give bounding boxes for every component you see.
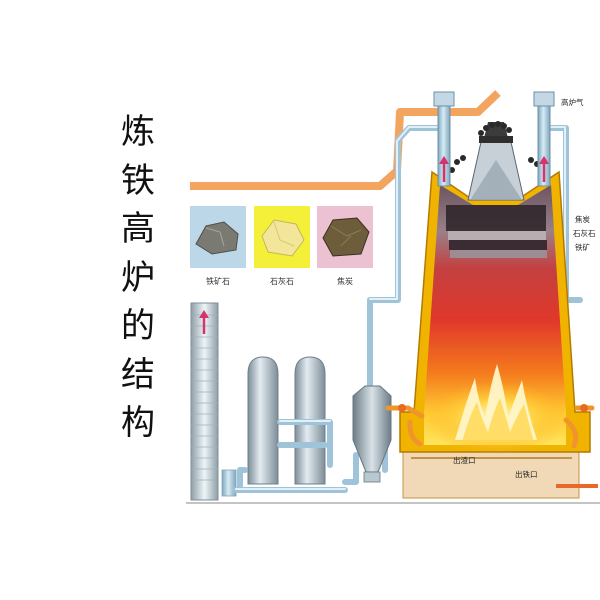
limestone-rock [261,219,305,257]
uptake-stack [433,91,455,187]
hot-blast-stove [247,356,279,485]
iron-ore-label: 铁矿石 [206,277,230,286]
coke-label: 焦炭 [337,277,353,286]
title-char: 结 [121,354,155,395]
iron-ore-rock [195,221,239,255]
coke-rock [322,217,370,257]
title-char: 炉 [121,257,155,298]
chimney [190,302,219,501]
slag-outlet-label: 出渣口 [453,456,476,465]
dust-catcher [352,385,392,483]
page-title: 炼 铁 高 炉 的 结 构 [118,108,158,448]
limestone-layer-label: 石灰石 [573,229,596,238]
limestone-label: 石灰石 [270,277,294,286]
iron-ore-layer-label: 铁矿 [575,243,590,252]
charging-bell [467,122,525,201]
limestone-sample [254,206,310,268]
gas-pipes-highlight [235,126,566,490]
coke-sample [317,206,373,268]
title-char: 铁 [121,160,155,201]
burden-layers [446,205,547,258]
title-char: 的 [121,306,155,346]
furnace-base [402,447,580,499]
iron-ore-sample [190,206,246,268]
iron-outlet-label: 出铁口 [515,470,538,479]
title-char: 高 [121,209,155,249]
blast-furnace-gas-label: 高炉气 [561,98,584,107]
title-char: 炼 [121,112,155,152]
uptake-stack [533,91,555,187]
title-char: 构 [121,403,155,443]
coke-layer-label: 焦炭 [575,215,590,224]
